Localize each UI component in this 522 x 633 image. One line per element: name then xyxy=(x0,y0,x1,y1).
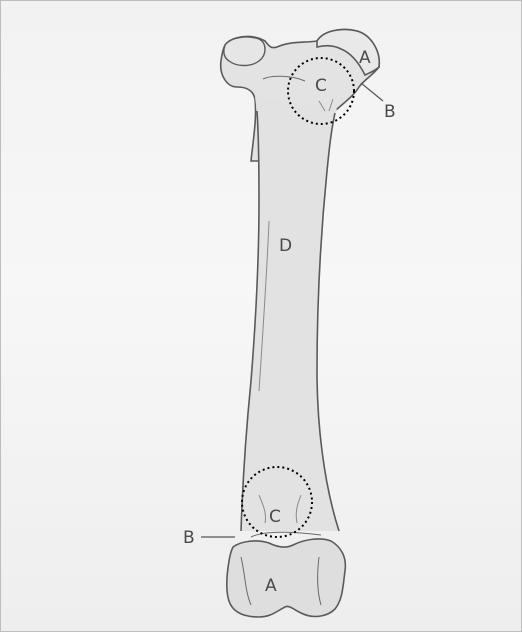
label-top-a: A xyxy=(359,48,371,68)
label-bottom-a: A xyxy=(265,576,277,596)
label-top-c: C xyxy=(315,76,327,96)
label-bottom-b: B xyxy=(183,528,195,548)
label-top-b: B xyxy=(384,102,396,122)
leader-line-top-b xyxy=(361,83,383,101)
trochanter-lump xyxy=(224,37,265,66)
label-shaft-d: D xyxy=(279,236,292,256)
label-bottom-c: C xyxy=(269,507,281,527)
